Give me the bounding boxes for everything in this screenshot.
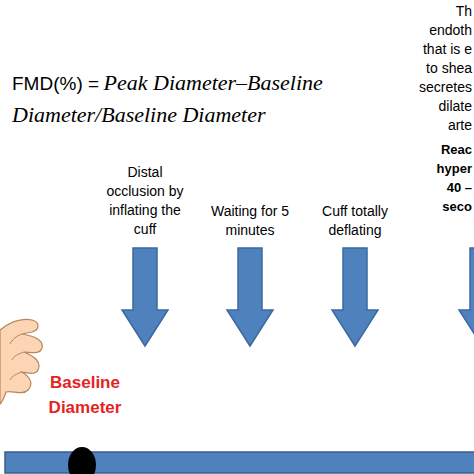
artery-lumen — [68, 447, 96, 474]
note-fragment-bold: hyper — [437, 160, 472, 177]
formula: FMD(%) = Peak Diameter–Baseline Diameter… — [12, 68, 334, 132]
down-arrow — [122, 248, 168, 346]
note-fragment: arte — [448, 116, 472, 134]
note-fragment-bold: seco — [442, 198, 472, 215]
step-label: Distal occlusion by inflating the cuff — [97, 163, 193, 239]
note-fragment: Th — [456, 2, 472, 20]
step-label: Waiting for 5 minutes — [210, 202, 290, 240]
note-fragment: that is e — [423, 40, 472, 58]
note-fragment: to shea — [426, 59, 472, 77]
step-label: Cuff totally deflating — [310, 202, 400, 240]
down-arrow — [332, 248, 378, 346]
formula-term: FMD(%) = — [12, 73, 99, 94]
hand-illustration — [0, 319, 42, 404]
note-fragment: dilate — [439, 97, 472, 115]
note-fragment: secretes — [419, 78, 472, 96]
down-arrow — [227, 248, 273, 346]
note-fragment-bold: Reac — [441, 141, 472, 158]
diameter-label: Baseline Diameter — [35, 370, 135, 420]
note-fragment-bold: 40 – — [447, 179, 472, 196]
down-arrow — [459, 248, 474, 346]
note-fragment: endoth — [429, 21, 472, 39]
finger-lines — [10, 334, 24, 380]
